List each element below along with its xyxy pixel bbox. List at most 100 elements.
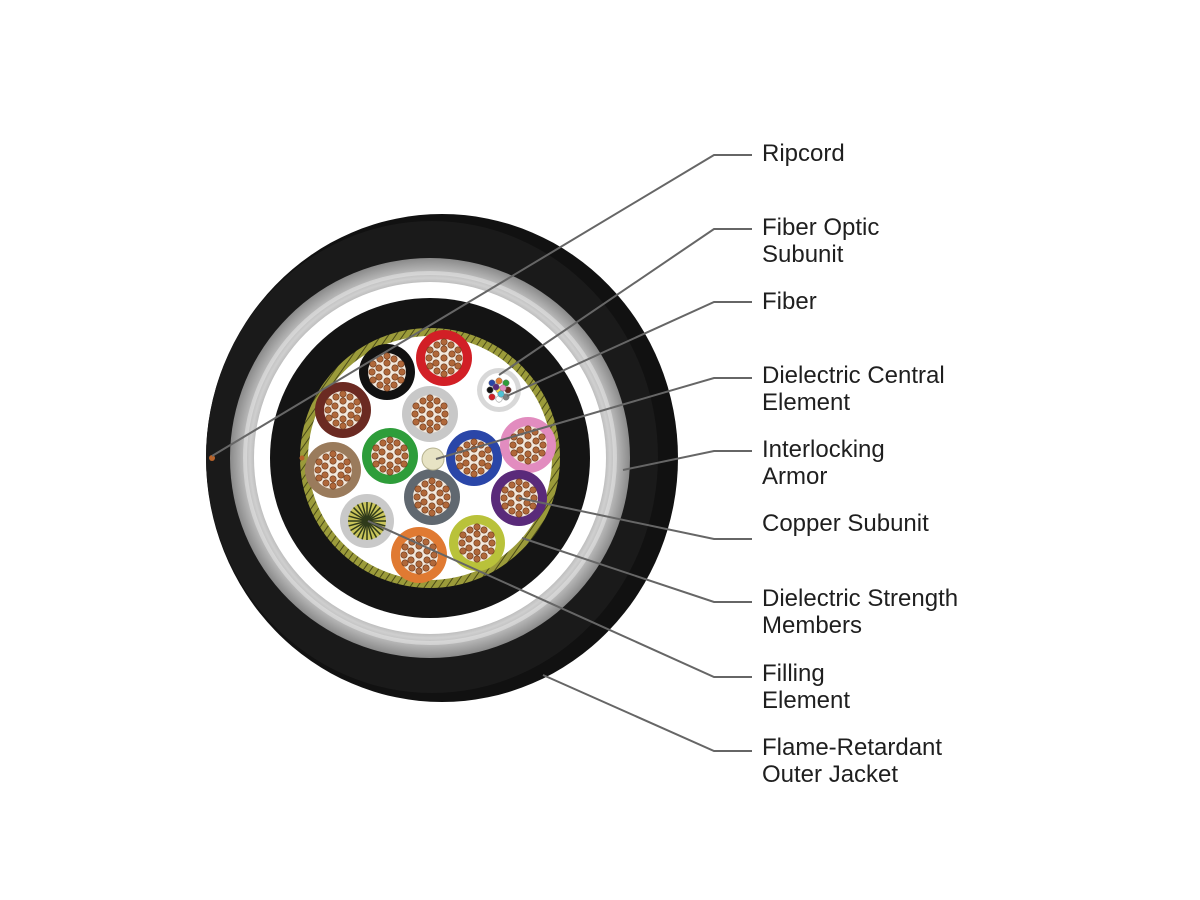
copper-strand (321, 471, 329, 479)
copper-subunit (359, 344, 415, 400)
fiber-optic-subunit (477, 368, 521, 412)
copper-strand (488, 539, 496, 547)
copper-strand (420, 498, 428, 506)
copper-strand (434, 415, 442, 423)
copper-strand (440, 418, 448, 426)
copper-strand (484, 446, 492, 454)
copper-strand (390, 381, 398, 389)
copper-strand (500, 494, 508, 502)
copper-strand (339, 406, 347, 414)
filling-element-stripe (366, 507, 381, 522)
copper-strand (418, 415, 426, 423)
copper-strand (466, 526, 474, 534)
fiber (488, 393, 496, 401)
copper-strand (463, 441, 471, 449)
copper-strand (400, 551, 408, 559)
copper-strand (426, 419, 434, 427)
label-copper-subunit: Copper Subunit (762, 510, 929, 537)
copper-strand (522, 481, 530, 489)
copper-strand (344, 466, 352, 474)
copper-strand (429, 559, 437, 567)
ripcord-dot (209, 455, 215, 461)
leader-flame-retardant-outer-jacket (542, 674, 752, 752)
leader-copper-subunit (518, 497, 752, 540)
copper-strand (408, 564, 416, 572)
copper-strand (515, 478, 523, 486)
filling-element-stripe (366, 504, 378, 522)
copper-strand (391, 364, 399, 372)
copper-strand (426, 410, 434, 418)
label-ripcord: Ripcord (762, 140, 845, 167)
copper-strand (515, 503, 523, 511)
copper-subunit (449, 515, 505, 571)
copper-strand (343, 458, 351, 466)
copper-subunit (402, 386, 458, 442)
copper-strand (322, 453, 330, 461)
copper-strand (354, 406, 362, 414)
copper-strand (415, 535, 423, 543)
copper-strand (369, 376, 377, 384)
copper-strand (390, 355, 398, 363)
copper-strand (507, 499, 515, 507)
copper-strand (448, 359, 456, 367)
copper-strand (524, 441, 532, 449)
copper-strand (331, 402, 339, 410)
copper-strand (325, 414, 333, 422)
leader-fiber-optic-subunit (498, 228, 752, 376)
leader-dielectric-central-element (435, 377, 752, 460)
filling-element-stripe (361, 502, 368, 522)
copper-strand (432, 350, 440, 358)
label-filling-element: Filling Element (762, 660, 851, 714)
copper-strand (329, 457, 337, 465)
leader-dielectric-strength-members (521, 537, 752, 603)
copper-strand (394, 448, 402, 456)
copper-strand (428, 493, 436, 501)
copper-strand (433, 367, 441, 375)
filling-element-stripe (366, 510, 384, 522)
copper-strand (440, 370, 448, 378)
copper-strand (440, 354, 448, 362)
filling-element-stripe (348, 515, 368, 522)
copper-strand (332, 393, 340, 401)
filling-element-stripe (366, 520, 381, 535)
copper-strand (339, 415, 347, 423)
copper-strand (426, 401, 434, 409)
copper-strand (414, 485, 422, 493)
copper-strand (383, 368, 391, 376)
label-fiber: Fiber (762, 288, 817, 315)
copper-strand (391, 373, 399, 381)
copper-strand (411, 410, 419, 418)
copper-strand (448, 350, 456, 358)
copper-strand (346, 419, 354, 427)
label-dielectric-central-element: Dielectric Central Element (762, 362, 945, 416)
copper-strand (428, 509, 436, 517)
fiber (502, 379, 510, 387)
filling-element-stripe (356, 504, 368, 522)
copper-strand (524, 450, 532, 458)
copper-strand (322, 479, 330, 487)
copper-strand (398, 368, 406, 376)
copper-strand (487, 547, 495, 555)
copper-strand (368, 368, 376, 376)
copper-strand (401, 543, 409, 551)
copper-strand (343, 474, 351, 482)
copper-strand (375, 364, 383, 372)
copper-strand (455, 354, 463, 362)
copper-strand (329, 450, 337, 458)
copper-strand (419, 397, 427, 405)
copper-strand (415, 560, 423, 568)
leader-interlocking-armor (622, 450, 752, 471)
copper-strand (480, 526, 488, 534)
filling-element-stripe (353, 520, 368, 535)
copper-strand (440, 363, 448, 371)
copper-strand (524, 457, 532, 465)
copper-strand (523, 490, 531, 498)
copper-strand (369, 360, 377, 368)
copper-subunit (315, 382, 371, 438)
copper-subunit (416, 330, 472, 386)
copper-strand (458, 539, 466, 547)
copper-subunit (446, 430, 502, 486)
copper-strand (473, 555, 481, 563)
